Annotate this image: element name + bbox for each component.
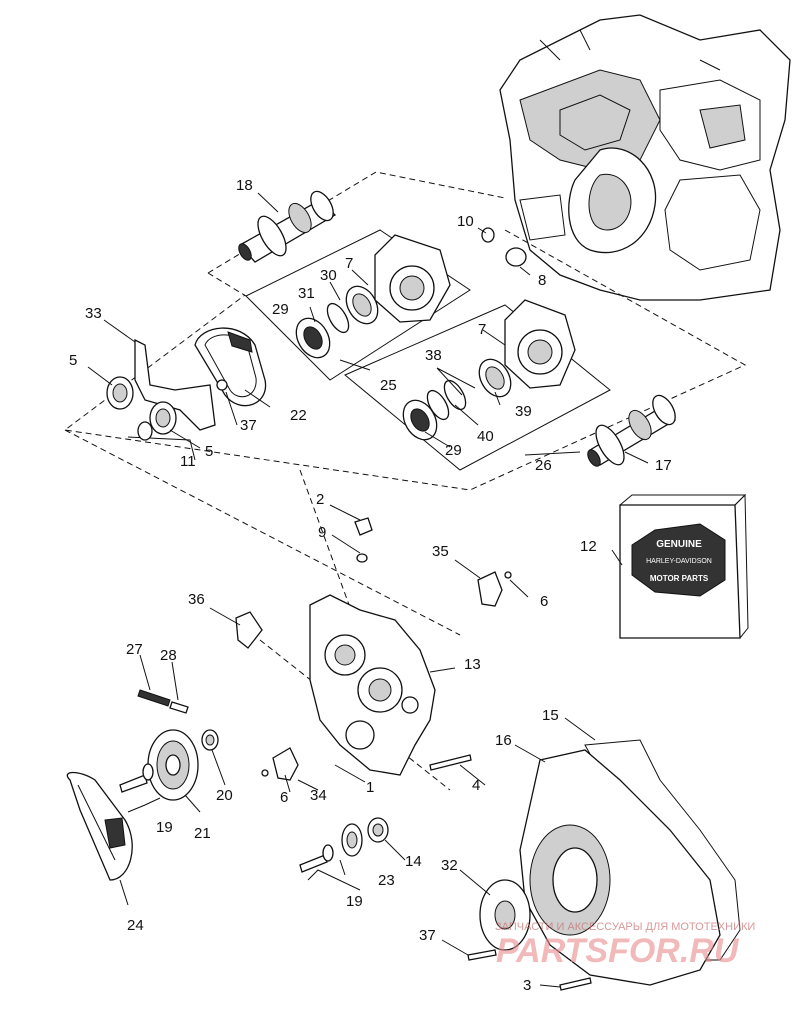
shoe-36 [235, 611, 263, 649]
logo-line1: GENUINE [656, 539, 702, 550]
seal-20 [201, 729, 219, 751]
cam-chain-22 [194, 327, 267, 407]
callout-28: 28 [160, 647, 177, 664]
callout-labels: 1 2 3 4 5 5 6 6 7 7 8 9 10 11 12 13 14 1… [69, 177, 672, 994]
callout-8: 8 [538, 272, 546, 289]
callout-33: 33 [85, 305, 102, 322]
genuine-parts-box-12: GENUINE HARLEY-DAVIDSON MOTOR PARTS [619, 493, 749, 639]
callout-19b: 19 [346, 893, 363, 910]
logo-line3: MOTOR PARTS [650, 574, 709, 583]
spacer-14 [367, 817, 389, 843]
primary-chain-24 [66, 771, 133, 881]
callout-37b: 37 [419, 927, 436, 944]
gear-21 [147, 729, 199, 801]
callout-26: 26 [535, 457, 552, 474]
callout-36: 36 [188, 591, 205, 608]
callout-35: 35 [432, 543, 449, 560]
callout-37a: 37 [240, 417, 257, 434]
plug-2 [354, 517, 373, 536]
callout-19a: 19 [156, 819, 173, 836]
callout-29b: 29 [445, 442, 462, 459]
callout-16: 16 [495, 732, 512, 749]
tensioner-33 [134, 338, 228, 431]
callout-38: 38 [425, 347, 442, 364]
callout-20: 20 [216, 787, 233, 804]
callout-6b: 6 [280, 789, 288, 806]
gear-23 [341, 823, 363, 857]
bolt-washer-19-lower [299, 844, 334, 873]
callout-12: 12 [580, 538, 597, 555]
logo-line2: HARLEY-DAVIDSON [646, 558, 712, 565]
callout-23: 23 [378, 872, 395, 889]
callout-22: 22 [290, 407, 307, 424]
callout-21: 21 [194, 825, 211, 842]
callout-5a: 5 [69, 352, 77, 369]
watermark: ЗАПЧАСТИ И АКСЕССУАРЫ ДЛЯ МОТОТЕХНИКИ PA… [495, 921, 755, 970]
callout-10: 10 [457, 213, 474, 230]
bolts [429, 754, 592, 991]
callout-29a: 29 [272, 301, 289, 318]
callout-30: 30 [320, 267, 337, 284]
callout-15: 15 [542, 707, 559, 724]
bearing-39 [478, 358, 512, 398]
washers-38-40 [426, 379, 467, 421]
callout-32: 32 [441, 857, 458, 874]
o-rings-8-10 [481, 227, 527, 267]
watermark-brand: PARTSFOR.RU [496, 932, 740, 970]
cover-16 [519, 749, 721, 986]
cam-support-lower [504, 299, 576, 389]
bolt-washer-19-upper [119, 763, 154, 793]
camshaft-17 [587, 394, 676, 467]
callout-11: 11 [180, 453, 196, 470]
camshaft-18 [238, 190, 337, 263]
callout-2: 2 [316, 491, 324, 508]
callout-3: 3 [523, 977, 531, 994]
callout-18: 18 [236, 177, 253, 194]
spring-plunger-27-28 [137, 689, 189, 714]
callout-6a: 6 [540, 593, 548, 610]
plate-32 [479, 879, 531, 951]
callout-5b: 5 [205, 443, 213, 460]
callout-9: 9 [318, 524, 326, 541]
callout-7a: 7 [345, 255, 353, 272]
callout-25: 25 [380, 377, 397, 394]
crankcase [499, 14, 791, 301]
callout-17: 17 [655, 457, 672, 474]
callout-24: 24 [127, 917, 144, 934]
seals-5-11 [106, 376, 177, 441]
callout-27: 27 [126, 641, 143, 658]
callout-40: 40 [477, 428, 494, 445]
o-ring-9 [356, 553, 368, 563]
washer-31 [326, 302, 350, 334]
callout-34: 34 [310, 787, 327, 804]
callout-4: 4 [472, 777, 480, 794]
cam-support-upper [374, 234, 451, 323]
callout-39: 39 [515, 403, 532, 420]
callout-7b: 7 [478, 321, 486, 338]
cam-cover-13 [309, 594, 436, 776]
callout-13: 13 [464, 656, 481, 673]
callout-14: 14 [405, 853, 422, 870]
callout-1: 1 [366, 779, 374, 796]
watermark-tagline: ЗАПЧАСТИ И АКСЕССУАРЫ ДЛЯ МОТОТЕХНИКИ [495, 921, 755, 933]
tensioner-35 [477, 571, 512, 607]
bearing-29-upper [295, 317, 331, 359]
assembly-outlines [63, 171, 747, 791]
tensioner-34 [261, 747, 299, 781]
bearing-30 [345, 285, 379, 325]
callout-31: 31 [298, 285, 315, 302]
bearing-29-lower [402, 399, 438, 441]
leader-lines [87, 192, 649, 988]
